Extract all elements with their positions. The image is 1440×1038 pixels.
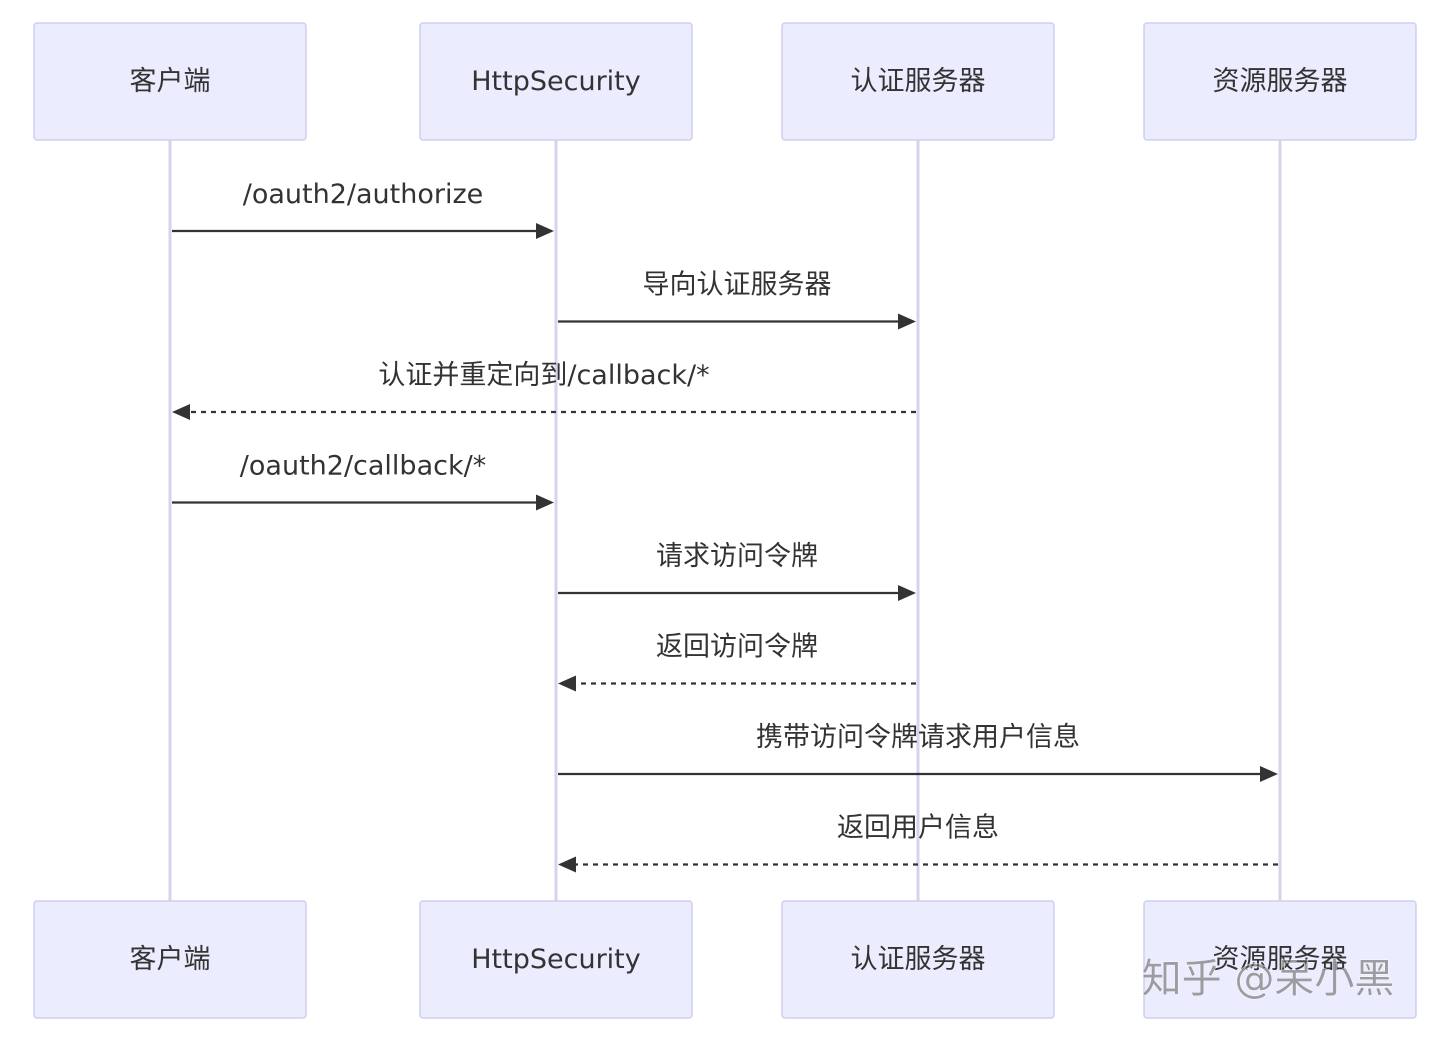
participant-box [1143, 900, 1417, 1019]
participant-httpsecurity-bottom: HttpSecurity [419, 900, 693, 1019]
participants-top: 客户端 HttpSecurity 认证服务器 资源服务器 [33, 22, 1417, 141]
participant-label: 客户端 [130, 944, 211, 975]
participant-box [781, 22, 1055, 141]
participant-client-top: 客户端 [33, 22, 307, 141]
message-arrowhead [558, 675, 576, 692]
message-label: 导向认证服务器 [643, 270, 832, 301]
message-8: 返回用户信息 [558, 813, 1278, 873]
message-1: /oauth2/authorize [172, 179, 554, 239]
participant-box [33, 900, 307, 1019]
watermark: 知乎 @呆小黑 [1142, 956, 1395, 1002]
participant-box [33, 22, 307, 141]
message-arrowhead [1260, 766, 1278, 782]
message-label: 返回用户信息 [837, 813, 999, 844]
participant-client-bottom: 客户端 [33, 900, 307, 1019]
message-arrowhead [536, 223, 554, 239]
message-6: 返回访问令牌 [558, 632, 916, 692]
participant-label: HttpSecurity [471, 66, 641, 97]
participant-box [1143, 22, 1417, 141]
participant-label: 资源服务器 [1213, 66, 1348, 97]
participant-authserver-bottom: 认证服务器 [781, 900, 1055, 1019]
participant-box [781, 900, 1055, 1019]
participants-bottom: 客户端 HttpSecurity 认证服务器 资源服务器 [33, 900, 1417, 1019]
lifelines [168, 140, 1282, 901]
message-3: 认证并重定向到/callback/* [172, 360, 916, 420]
participant-label: 客户端 [130, 66, 211, 97]
message-arrowhead [898, 585, 916, 601]
participant-label: 认证服务器 [851, 944, 986, 975]
message-label: 返回访问令牌 [656, 632, 818, 663]
participant-box [419, 900, 693, 1019]
message-4: /oauth2/callback/* [172, 451, 554, 511]
participant-httpsecurity-top: HttpSecurity [419, 22, 693, 141]
participant-box [419, 22, 693, 141]
message-arrowhead [172, 404, 190, 420]
messages: /oauth2/authorize 导向认证服务器认证并重定向到/callback… [172, 179, 1278, 873]
message-label: 认证并重定向到/callback/* [378, 360, 709, 391]
message-2: 导向认证服务器 [558, 270, 916, 330]
message-label: 携带访问令牌请求用户信息 [756, 722, 1080, 753]
participant-label: HttpSecurity [471, 944, 641, 975]
participant-resourceserver-top: 资源服务器 [1143, 22, 1417, 141]
participant-label: 资源服务器 [1213, 944, 1348, 975]
message-arrowhead [536, 494, 554, 511]
message-5: 请求访问令牌 [558, 541, 916, 601]
message-7: 携带访问令牌请求用户信息 [558, 722, 1278, 782]
participant-authserver-top: 认证服务器 [781, 22, 1055, 141]
participant-label: 认证服务器 [851, 66, 986, 97]
message-label: 请求访问令牌 [656, 541, 818, 572]
message-arrowhead [898, 313, 916, 330]
message-label: /oauth2/authorize [243, 179, 484, 210]
participant-resourceserver-bottom: 资源服务器 [1143, 900, 1417, 1019]
message-arrowhead [558, 856, 576, 873]
message-label: /oauth2/callback/* [240, 451, 486, 482]
